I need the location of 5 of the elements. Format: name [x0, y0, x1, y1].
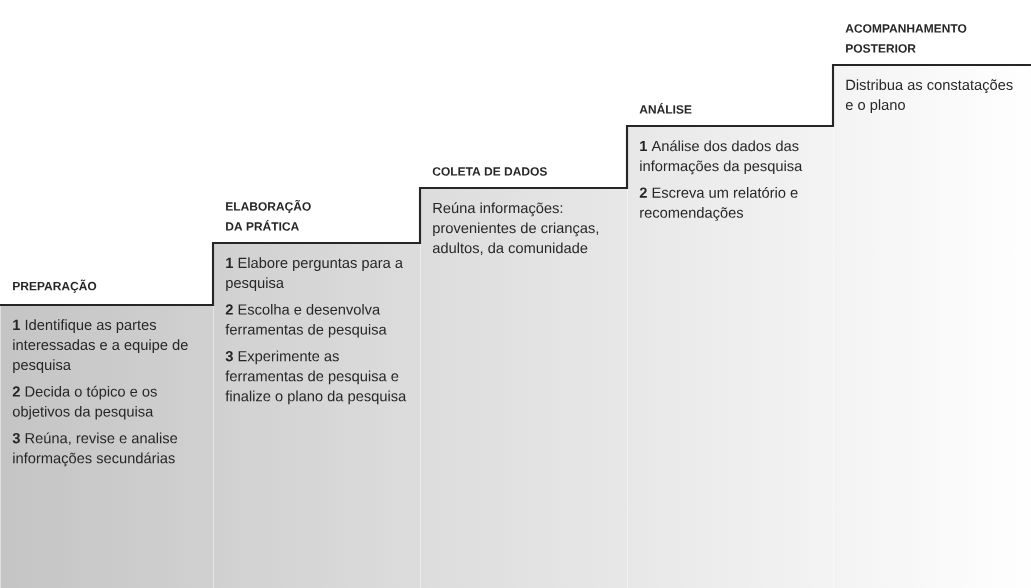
step-column: ANÁLISE 1 Análise dos dados das informações da pesquisa 2 Escreva um relatório e recomendações	[639, 102, 803, 221]
step-column: PREPARAÇÃO 1 Identifique as partes interessadas e a equipe de pesquisa 2 Decida o tópico e os objetivos da pesquisa 3 Reúna, revise e analise informações secundárias	[12, 279, 188, 467]
step-column: ACOMPANHAMENTO POSTERIOR Distribua as constatações e o plano	[845, 24, 1013, 113]
step-column: ELABORAÇÃO DA PRÁTICA 1 Elabore perguntas para a pesquisa 2 Escolha e desenvolva ferramentas de pesquisa 3 Experimente as ferramentas de pesquisa e finalize o plano da pesquisa	[225, 199, 407, 405]
step-column: COLETA DE DADOS Reúna informações: provenientes de crianças, adultos, da comunidade	[432, 167, 599, 255]
